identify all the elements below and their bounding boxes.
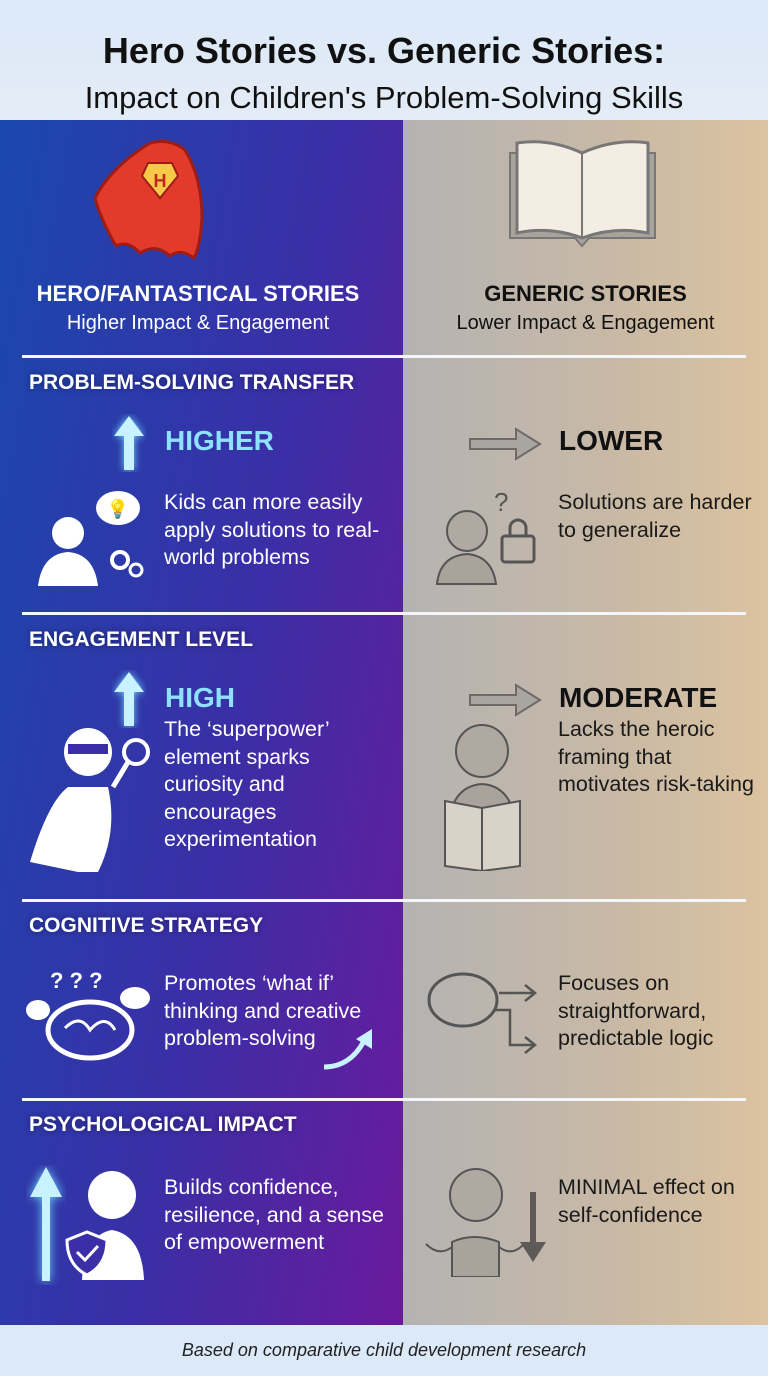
hero-column-subtitle: Higher Impact & Engagement (66, 312, 330, 334)
hero-column-title: HERO/FANTASTICAL STORIES (36, 281, 360, 306)
generic-text: Focuses on straightforward, predictable … (558, 971, 714, 1050)
generic-text: Solutions are harder to generalize (558, 490, 752, 542)
arrow-up-icon (30, 1167, 62, 1281)
svg-text:💡: 💡 (107, 498, 129, 519)
divider (22, 355, 746, 358)
hero-text: The ‘superpower’ element sparks curiosit… (164, 717, 329, 851)
superhero-child-icon (30, 728, 150, 872)
header: Hero Stories vs. Generic Stories: Impact… (0, 0, 768, 120)
curved-arrow-icon (323, 1029, 372, 1070)
child-thinking-icon: 💡 (38, 491, 144, 586)
hero-verdict: HIGHER (165, 425, 274, 456)
svg-text:?: ? (494, 487, 508, 517)
generic-verdict: LOWER (559, 425, 664, 456)
section-title: ENGAGEMENT LEVEL (29, 628, 254, 651)
section-title: COGNITIVE STRATEGY (29, 914, 264, 937)
generic-column-title: GENERIC STORIES (484, 281, 687, 306)
generic-text: Lacks the heroic framing that motivates … (558, 717, 754, 796)
brain-questions-icon: ? ? ? (26, 968, 150, 1061)
divider (22, 1098, 746, 1101)
child-reading-icon (444, 724, 521, 871)
arrow-up-icon (114, 416, 144, 470)
hero-column (0, 120, 403, 1325)
generic-verdict: MODERATE (559, 682, 718, 713)
confused-child-lock-icon: ? (435, 487, 536, 585)
book-icon (509, 140, 656, 248)
confident-child-shield-icon (65, 1171, 144, 1280)
page-title: Hero Stories vs. Generic Stories: (102, 30, 666, 71)
hero-verdict: HIGH (165, 682, 235, 713)
generic-text: MINIMAL effect on self-confidence (558, 1175, 735, 1227)
hero-text: Promotes ‘what if’ thinking and creative… (164, 971, 362, 1050)
svg-text:? ? ?: ? ? ? (50, 968, 103, 993)
generic-column (403, 120, 768, 1325)
arrow-right-icon (469, 427, 542, 461)
svg-text:H: H (154, 171, 167, 191)
arrow-up-icon (114, 672, 144, 726)
shrugging-child-icon (425, 1168, 546, 1277)
hero-text: Builds confidence, resilience, and a sen… (164, 1175, 384, 1254)
divider (22, 612, 746, 615)
divider (22, 899, 746, 902)
cape-icon: H (93, 140, 204, 261)
hero-text: Kids can more easily apply solutions to … (164, 490, 380, 569)
arrow-right-icon (469, 683, 542, 717)
section-title: PROBLEM-SOLVING TRANSFER (29, 371, 355, 394)
section-title: PSYCHOLOGICAL IMPACT (29, 1113, 297, 1136)
brain-linear-icon (427, 972, 538, 1054)
footer-note: Based on comparative child development r… (0, 1325, 768, 1376)
generic-column-subtitle: Lower Impact & Engagement (456, 312, 715, 334)
page-subtitle: Impact on Children's Problem-Solving Ski… (84, 80, 684, 115)
